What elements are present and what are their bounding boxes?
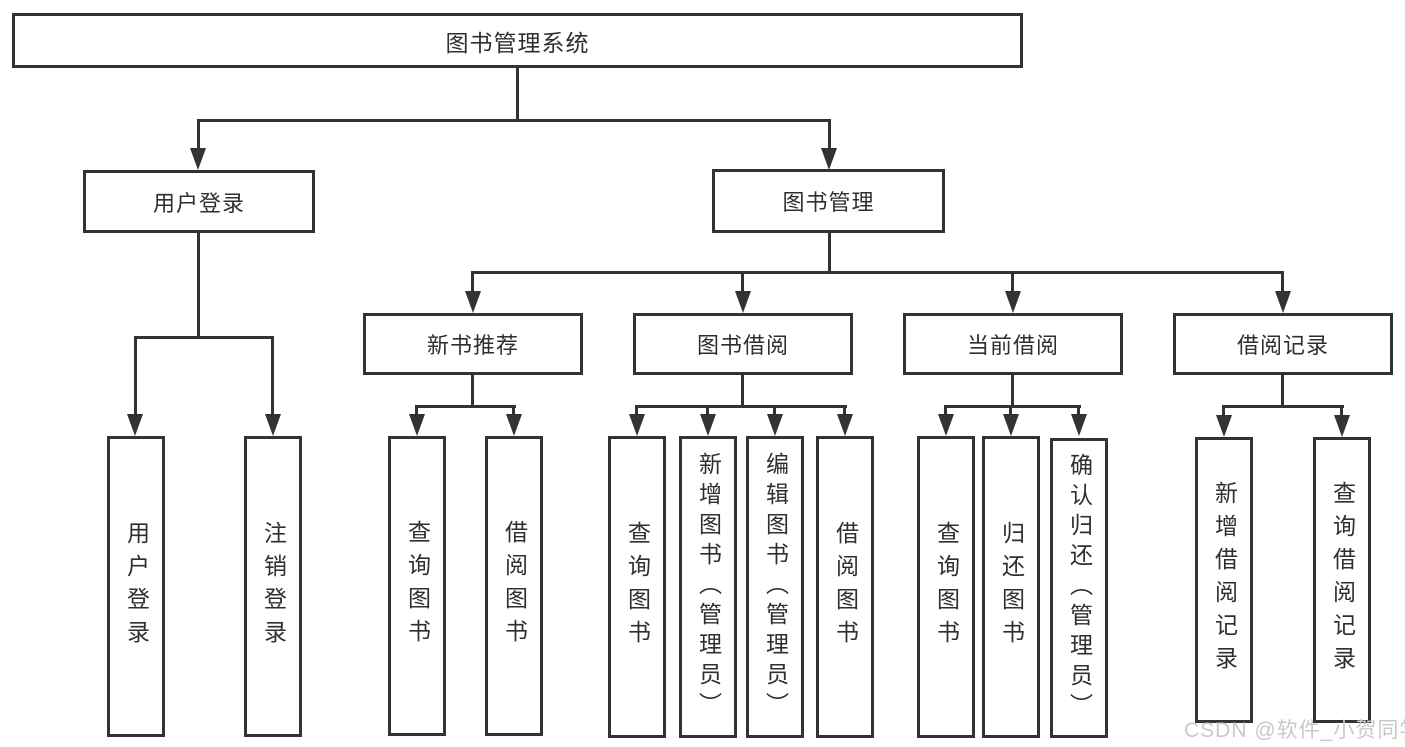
- node-current-borrow: 当前借阅: [903, 313, 1123, 375]
- connector-line: [773, 407, 776, 416]
- leaf-label: 用户登录: [123, 520, 150, 653]
- connector-line: [134, 338, 137, 416]
- connector-line: [1011, 375, 1014, 407]
- connector-line: [706, 407, 709, 416]
- leaf-logout: 注销登录: [244, 436, 302, 737]
- leaf-label: 查询图书: [404, 520, 431, 652]
- leaf-label: 确认归还（管理员）: [1066, 453, 1093, 723]
- connector-line: [471, 375, 474, 407]
- arrowhead-icon: [1275, 291, 1291, 313]
- leaf-confirm-return-admin: 确认归还（管理员）: [1050, 438, 1108, 738]
- arrowhead-icon: [190, 148, 206, 170]
- arrowhead-icon: [265, 414, 281, 436]
- node-label: 用户登录: [152, 190, 245, 216]
- arrowhead-icon: [1216, 415, 1232, 437]
- connector-line: [741, 273, 744, 293]
- connector-line: [1222, 405, 1344, 408]
- connector-line: [415, 405, 516, 408]
- leaf-label: 新增图书（管理员）: [695, 452, 722, 722]
- node-label: 图书借阅: [696, 333, 789, 358]
- connector-line: [1009, 407, 1012, 416]
- connector-line: [471, 271, 1284, 274]
- node-label: 借阅记录: [1236, 333, 1329, 358]
- leaf-label: 新增借阅记录: [1211, 481, 1238, 679]
- leaf-label: 查询借阅记录: [1329, 481, 1356, 679]
- node-new-book-recommend: 新书推荐: [363, 313, 583, 375]
- watermark: CSDN @软件_小贺同学: [1184, 719, 1405, 742]
- connector-line: [512, 407, 515, 416]
- connector-line: [1281, 273, 1284, 293]
- connector-line: [1281, 375, 1284, 407]
- leaf-add-books-admin: 新增图书（管理员）: [679, 436, 737, 738]
- connector-line: [944, 407, 947, 416]
- leaf-query-books-current: 查询图书: [917, 436, 975, 738]
- arrowhead-icon: [1005, 291, 1021, 313]
- leaf-label: 编辑图书（管理员）: [762, 452, 789, 722]
- node-book-management: 图书管理: [712, 169, 945, 233]
- leaf-query-books-recommend: 查询图书: [388, 436, 446, 736]
- arrowhead-icon: [1071, 414, 1087, 436]
- node-borrow-records: 借阅记录: [1173, 313, 1393, 375]
- arrowhead-icon: [409, 414, 425, 436]
- connector-line: [197, 233, 200, 338]
- arrowhead-icon: [767, 414, 783, 436]
- arrowhead-icon: [127, 414, 143, 436]
- connector-line: [1077, 407, 1080, 416]
- connector-line: [635, 405, 847, 408]
- leaf-query-books-borrow: 查询图书: [608, 436, 666, 738]
- node-root: 图书管理系统: [12, 13, 1023, 68]
- connector-line: [134, 336, 274, 339]
- arrowhead-icon: [506, 414, 522, 436]
- connector-line: [828, 121, 831, 150]
- connector-line: [828, 233, 831, 273]
- node-user-login: 用户登录: [83, 170, 315, 233]
- arrowhead-icon: [700, 414, 716, 436]
- node-label: 当前借阅: [966, 333, 1059, 358]
- leaf-label: 查询图书: [624, 521, 651, 653]
- arrowhead-icon: [837, 414, 853, 436]
- connector-line: [1340, 407, 1343, 416]
- connector-line: [471, 273, 474, 293]
- connector-line: [197, 121, 200, 150]
- connector-line: [415, 407, 418, 416]
- connector-line: [1222, 407, 1225, 416]
- node-root-label: 图书管理系统: [445, 29, 590, 56]
- arrowhead-icon: [465, 291, 481, 313]
- leaf-label: 查询图书: [933, 521, 960, 653]
- connector-line: [635, 407, 638, 416]
- connector-line: [197, 119, 831, 122]
- connector-line: [1011, 273, 1014, 293]
- leaf-label: 归还图书: [998, 521, 1025, 653]
- arrowhead-icon: [735, 291, 751, 313]
- arrowhead-icon: [821, 148, 837, 170]
- leaf-borrow-books-recommend: 借阅图书: [485, 436, 543, 736]
- leaf-user-login: 用户登录: [107, 436, 165, 737]
- leaf-borrow-books: 借阅图书: [816, 436, 874, 738]
- node-label: 图书管理: [782, 190, 875, 215]
- node-label: 新书推荐: [426, 333, 519, 358]
- connector-line: [516, 68, 519, 121]
- connector-line: [843, 407, 846, 416]
- leaf-label: 借阅图书: [501, 520, 528, 652]
- arrowhead-icon: [1334, 415, 1350, 437]
- leaf-edit-books-admin: 编辑图书（管理员）: [746, 436, 804, 738]
- leaf-return-books: 归还图书: [982, 436, 1040, 738]
- node-book-borrow: 图书借阅: [633, 313, 853, 375]
- leaf-add-borrow-record: 新增借阅记录: [1195, 437, 1253, 723]
- leaf-label: 借阅图书: [832, 521, 859, 653]
- arrowhead-icon: [938, 414, 954, 436]
- connector-line: [741, 375, 744, 407]
- arrowhead-icon: [1003, 414, 1019, 436]
- leaf-label: 注销登录: [260, 520, 287, 653]
- connector-line: [271, 338, 274, 416]
- connector-line: [944, 405, 1081, 408]
- arrowhead-icon: [629, 414, 645, 436]
- leaf-query-borrow-record: 查询借阅记录: [1313, 437, 1371, 723]
